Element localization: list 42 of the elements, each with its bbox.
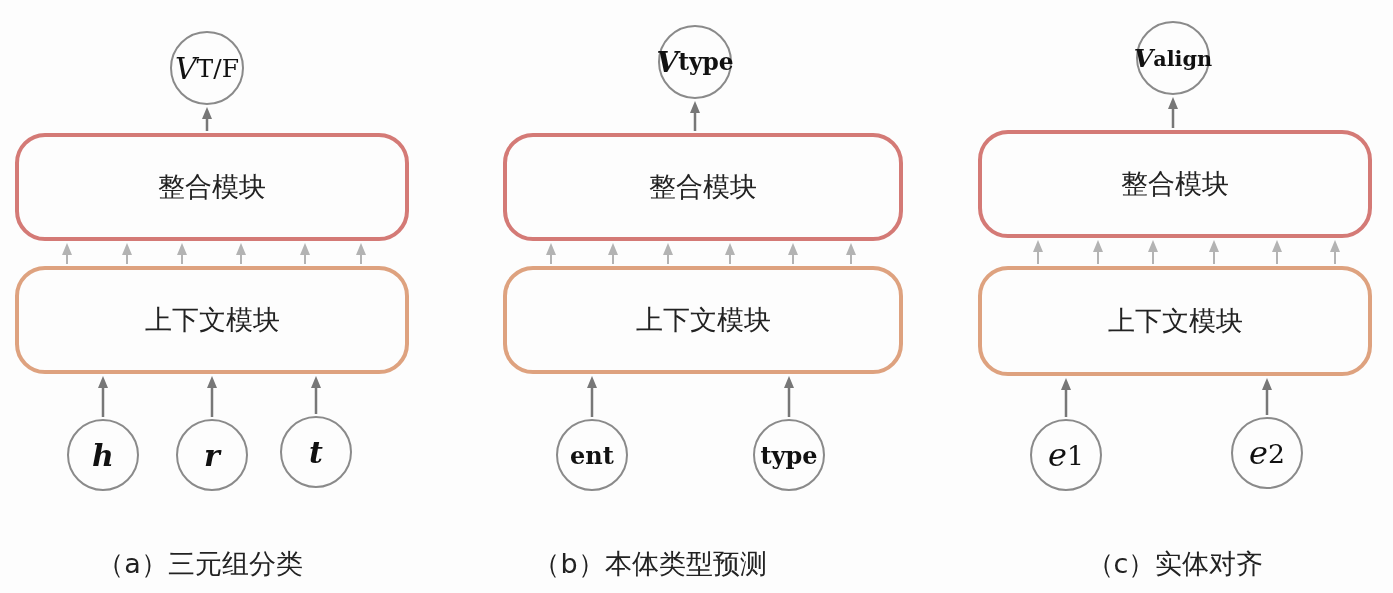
- input-circle: t: [280, 416, 352, 488]
- input-circle: ent: [556, 419, 628, 491]
- arrow: [202, 107, 212, 131]
- arrow: [356, 243, 366, 265]
- arrow: [1061, 378, 1071, 417]
- module-box: 整合模块: [15, 133, 409, 241]
- arrow: [788, 243, 798, 265]
- arrow: [177, 243, 187, 265]
- arrow: [784, 376, 794, 417]
- arrow: [98, 376, 108, 417]
- arrow: [1209, 240, 1219, 265]
- caption: （c）实体对齐: [1086, 547, 1264, 581]
- arrow: [122, 243, 132, 265]
- arrow: [207, 376, 217, 417]
- arrow: [846, 243, 856, 265]
- arrow: [690, 101, 700, 131]
- arrow: [1262, 378, 1272, 415]
- arrow: [236, 243, 246, 265]
- arrow: [663, 243, 673, 265]
- arrow: [311, 376, 321, 414]
- arrow: [300, 243, 310, 265]
- arrow: [546, 243, 556, 265]
- arrow: [725, 243, 735, 265]
- arrow: [1330, 240, 1340, 265]
- module-box: 整合模块: [978, 130, 1372, 238]
- caption: （b）本体类型预测: [533, 547, 767, 581]
- arrow: [1272, 240, 1282, 265]
- arrow: [1148, 240, 1158, 265]
- module-box: 上下文模块: [15, 266, 409, 374]
- module-box: 上下文模块: [503, 266, 903, 374]
- arrow: [608, 243, 618, 265]
- arrow: [62, 243, 72, 265]
- caption: （a）三元组分类: [97, 547, 303, 581]
- input-circle: type: [753, 419, 825, 491]
- arrow: [1033, 240, 1043, 265]
- module-box: 整合模块: [503, 133, 903, 241]
- arrow: [587, 376, 597, 417]
- input-circle: r: [176, 419, 248, 491]
- module-box: 上下文模块: [978, 266, 1372, 376]
- arrow: [1093, 240, 1103, 265]
- input-circle: h: [67, 419, 139, 491]
- arrow: [1168, 97, 1178, 128]
